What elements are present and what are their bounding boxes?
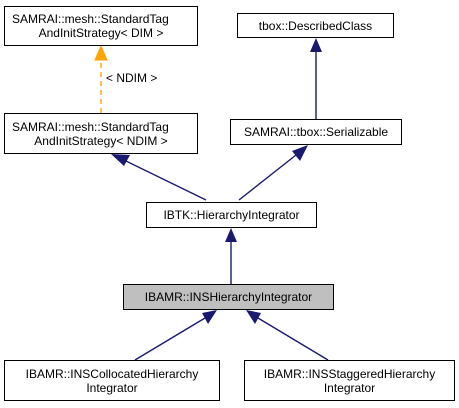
arrowhead bbox=[94, 44, 108, 61]
node-label: tbox::DescribedClass bbox=[258, 18, 373, 33]
node-label-line1: SAMRAI::mesh::StandardTag bbox=[12, 12, 169, 26]
node-label: IBAMR::INSHierarchyIntegrator bbox=[144, 290, 313, 304]
arrowhead bbox=[292, 145, 308, 161]
node-ibtk-hierarchy-integrator[interactable]: IBTK::HierarchyIntegrator bbox=[146, 202, 317, 228]
edge-collocated-to-ins bbox=[134, 310, 217, 361]
node-label-line1: IBAMR::INSCollocatedHierarchy bbox=[25, 366, 199, 381]
node-label-line2: AndInitStrategy< DIM > bbox=[38, 26, 164, 40]
edge-staggered-to-ins bbox=[246, 310, 329, 361]
node-described-class[interactable]: tbox::DescribedClass bbox=[237, 13, 394, 38]
node-label-line2: Integrator bbox=[323, 380, 376, 395]
node-label-line1: SAMRAI::mesh::StandardTag bbox=[12, 119, 169, 134]
edge-ibtk-to-tag-ndim bbox=[111, 154, 207, 201]
node-label-line2: Integrator bbox=[86, 380, 138, 395]
node-ins-staggered-hierarchy-integrator[interactable]: IBAMR::INSStaggeredHierarchy Integrator bbox=[244, 360, 455, 401]
arrowhead bbox=[310, 38, 322, 52]
node-ins-collocated-hierarchy-integrator[interactable]: IBAMR::INSCollocatedHierarchy Integrator bbox=[4, 360, 220, 401]
arrowhead bbox=[202, 310, 217, 324]
edge-ibtk-to-serializable bbox=[238, 145, 308, 201]
arrowhead bbox=[225, 228, 237, 242]
node-standard-tag-dim[interactable]: SAMRAI::mesh::StandardTag AndInitStrateg… bbox=[4, 6, 198, 46]
arrowhead bbox=[246, 310, 261, 324]
node-label: IBTK::HierarchyIntegrator bbox=[163, 208, 300, 222]
node-serializable[interactable]: SAMRAI::tbox::Serializable bbox=[230, 119, 402, 145]
arrowhead bbox=[111, 154, 130, 166]
edge-label-template: < NDIM > bbox=[106, 71, 158, 85]
node-ins-hierarchy-integrator[interactable]: IBAMR::INSHierarchyIntegrator bbox=[123, 284, 334, 310]
edge-serializable-to-described bbox=[310, 38, 322, 119]
node-standard-tag-ndim[interactable]: SAMRAI::mesh::StandardTag AndInitStrateg… bbox=[4, 113, 198, 154]
edge-ins-to-ibtk bbox=[225, 228, 237, 284]
node-label: SAMRAI::tbox::Serializable bbox=[243, 125, 389, 139]
node-label-line1: IBAMR::INSStaggeredHierarchy bbox=[263, 366, 436, 381]
edge-template-instantiation bbox=[94, 44, 108, 113]
node-label-line2: AndInitStrategy< NDIM > bbox=[34, 133, 168, 148]
